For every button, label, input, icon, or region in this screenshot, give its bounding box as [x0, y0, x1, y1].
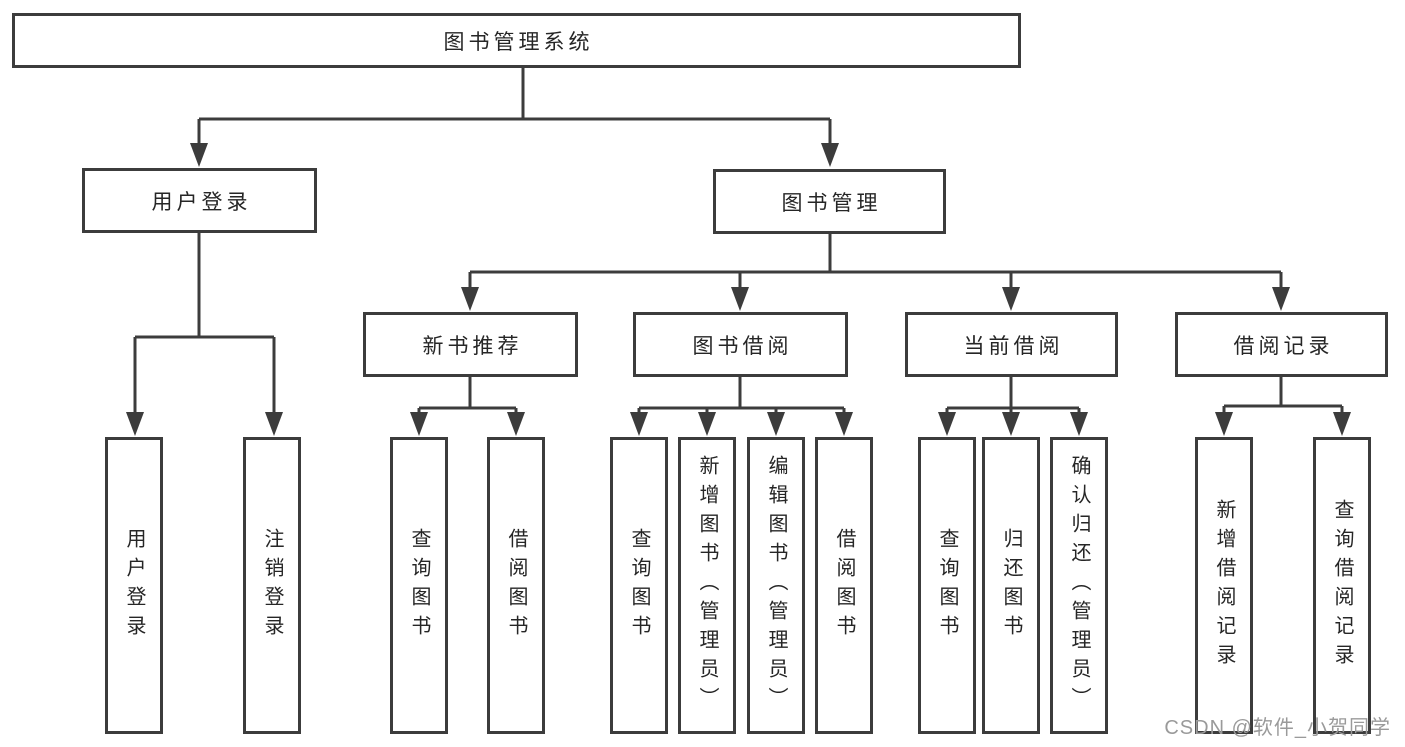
leaf-current-return-book: 归还图书: [982, 437, 1040, 734]
node-user-login-label: 用户登录: [151, 190, 252, 214]
leaf-borrow-edit-book-admin-label: 编辑图书（管理员）: [765, 455, 787, 716]
connector-borrow-records-to-children: [1222, 377, 1344, 412]
leaf-borrow-query-books-label: 查询图书: [628, 527, 650, 644]
connector-book-borrow-to-children: [637, 377, 846, 412]
connector-user-login-to-children: [133, 233, 276, 412]
arrow-down-icon: [190, 143, 208, 167]
connector-current-borrow-to-children: [945, 377, 1081, 412]
leaf-current-query-books-label: 查询图书: [936, 527, 958, 644]
leaf-recommend-borrow-books: 借阅图书: [487, 437, 545, 734]
arrow-down-icon: [461, 287, 479, 311]
node-library-system: 图书管理系统: [12, 13, 1021, 68]
leaf-current-confirm-return-admin-label: 确认归还（管理员）: [1068, 455, 1090, 716]
leaf-borrow-borrow-books-label: 借阅图书: [833, 527, 855, 644]
leaf-current-confirm-return-admin: 确认归还（管理员）: [1050, 437, 1108, 734]
arrow-down-icon: [698, 412, 716, 436]
arrow-down-icon: [507, 412, 525, 436]
arrow-down-icon: [1333, 412, 1351, 436]
arrow-down-icon: [630, 412, 648, 436]
arrow-down-icon: [1070, 412, 1088, 436]
node-new-book-recommend-label: 新书推荐: [422, 334, 523, 358]
csdn-watermark: CSDN @软件_小贺同学: [1164, 717, 1391, 739]
leaf-recommend-borrow-books-label: 借阅图书: [505, 527, 527, 644]
leaf-borrow-add-book-admin-label: 新增图书（管理员）: [696, 455, 718, 716]
arrow-down-icon: [731, 287, 749, 311]
leaf-borrow-query-books: 查询图书: [610, 437, 668, 734]
node-borrow-records-label: 借阅记录: [1233, 334, 1334, 358]
node-library-system-label: 图书管理系统: [443, 30, 594, 54]
leaf-logout-label: 注销登录: [261, 527, 283, 644]
leaf-user-login: 用户登录: [105, 437, 163, 734]
node-book-borrow-label: 图书借阅: [692, 334, 793, 358]
leaf-records-query-borrow-record-label: 查询借阅记录: [1331, 498, 1353, 673]
leaf-user-login-label: 用户登录: [123, 527, 145, 644]
node-book-management-label: 图书管理: [781, 191, 882, 215]
leaf-borrow-edit-book-admin: 编辑图书（管理员）: [747, 437, 805, 734]
node-borrow-records: 借阅记录: [1175, 312, 1388, 377]
leaf-current-query-books: 查询图书: [918, 437, 976, 734]
leaf-records-query-borrow-record: 查询借阅记录: [1313, 437, 1371, 734]
arrowhead-icons: [126, 143, 1351, 436]
arrow-down-icon: [835, 412, 853, 436]
arrow-down-icon: [1002, 287, 1020, 311]
arrow-down-icon: [1272, 287, 1290, 311]
arrow-down-icon: [821, 143, 839, 167]
node-user-login: 用户登录: [82, 168, 317, 233]
node-current-borrow: 当前借阅: [905, 312, 1118, 377]
leaf-recommend-query-books-label: 查询图书: [408, 527, 430, 644]
arrow-down-icon: [1215, 412, 1233, 436]
arrow-down-icon: [767, 412, 785, 436]
leaf-recommend-query-books: 查询图书: [390, 437, 448, 734]
leaf-logout: 注销登录: [243, 437, 301, 734]
leaf-borrow-add-book-admin: 新增图书（管理员）: [678, 437, 736, 734]
connector-book-management-to-children: [468, 234, 1283, 287]
arrow-down-icon: [1002, 412, 1020, 436]
arrow-down-icon: [410, 412, 428, 436]
arrow-down-icon: [126, 412, 144, 436]
leaf-current-return-book-label: 归还图书: [1000, 527, 1022, 644]
leaf-records-add-borrow-record: 新增借阅记录: [1195, 437, 1253, 734]
node-book-borrow: 图书借阅: [633, 312, 848, 377]
arrow-down-icon: [938, 412, 956, 436]
connector-root-to-level2: [197, 68, 832, 143]
leaf-borrow-borrow-books: 借阅图书: [815, 437, 873, 734]
leaf-records-add-borrow-record-label: 新增借阅记录: [1213, 498, 1235, 673]
connector-new-book-recommend-to-children: [417, 377, 518, 412]
node-new-book-recommend: 新书推荐: [363, 312, 578, 377]
node-current-borrow-label: 当前借阅: [963, 334, 1064, 358]
node-book-management: 图书管理: [713, 169, 946, 234]
arrow-down-icon: [265, 412, 283, 436]
